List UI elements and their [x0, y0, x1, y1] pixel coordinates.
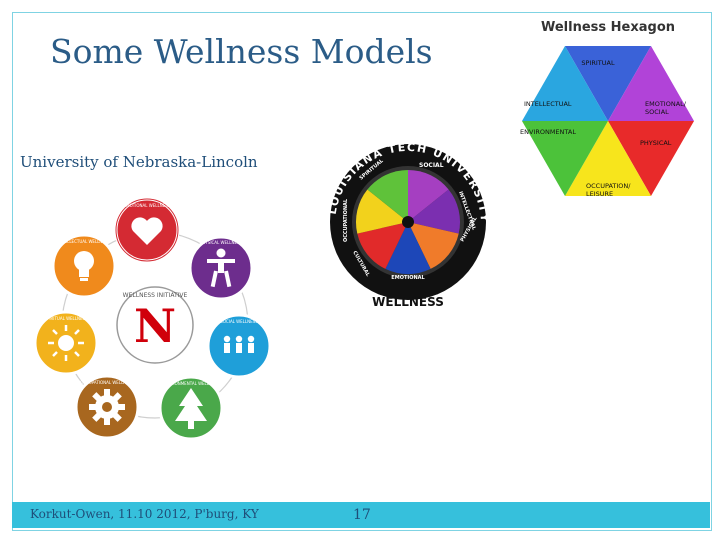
- heart-icon: [131, 217, 163, 245]
- hexagon-title: Wellness Hexagon: [541, 20, 675, 35]
- latech-slice-physical: [408, 222, 459, 269]
- footer-bar: [12, 502, 710, 528]
- latech-label-social: SOCIAL: [419, 162, 444, 169]
- hex-seg-intellectual: [522, 46, 608, 121]
- slide-subtitle: University of Nebraska-Lincoln: [20, 153, 258, 171]
- people-icon: [223, 335, 255, 353]
- unl-label-intellectual: INTELLECTUAL WELLNESS: [58, 239, 111, 244]
- unl-dimension-environmental: ENVIRONMENTAL WELLNESS: [158, 375, 224, 441]
- tree-icon: [175, 388, 207, 429]
- footer-text: Korkut-Owen, 11.10 2012, P'burg, KY: [30, 507, 259, 521]
- latech-slice-social: [408, 170, 449, 222]
- hex-label-occupation: OCCUPATION/LEISURE: [586, 182, 631, 198]
- sun-icon: [48, 325, 84, 361]
- latech-slice-spiritual: [367, 170, 408, 222]
- wellness-hexagon-diagram: Wellness Hexagon SPIRITUAL EMOTIONAL/SOC…: [520, 20, 694, 198]
- unl-dimension-emotional: EMOTIONAL WELLNESS: [114, 197, 180, 263]
- unl-dimension-physical: PHYSICAL WELLNESS: [188, 235, 254, 301]
- unl-label-social: SOCIAL WELLNESS: [220, 319, 258, 324]
- page-number: 17: [353, 507, 371, 523]
- gear-icon: [89, 389, 125, 425]
- latech-slice-cultural: [357, 222, 408, 269]
- latech-ring-bottom: WELLNESS: [372, 295, 444, 309]
- latech-label-emotional: EMOTIONAL: [391, 275, 425, 281]
- hex-seg-emotional: [608, 46, 694, 121]
- unl-dimension-occupational: OCCUPATIONAL WELLNESS: [74, 374, 140, 440]
- unl-center-logo: N WELLNESS INITIATIVE: [116, 286, 194, 364]
- unl-dimension-spiritual: SPIRITUAL WELLNESS: [33, 310, 99, 376]
- unl-ring-text: WELLNESS INITIATIVE: [123, 292, 188, 299]
- person-icon: [207, 248, 235, 288]
- unl-label-emotional: EMOTIONAL WELLNESS: [124, 203, 171, 208]
- lightbulb-icon: [74, 251, 94, 281]
- hex-seg-physical: [608, 121, 694, 196]
- hex-seg-occupation: [565, 121, 651, 196]
- unl-label-physical: PHYSICAL WELLNESS: [200, 240, 243, 245]
- latech-label-occupational: OCCUPATIONAL: [343, 198, 349, 242]
- hex-seg-environmental: [522, 121, 608, 196]
- hex-label-environmental: ENVIRONMENTAL: [520, 128, 576, 136]
- hex-seg-spiritual: [565, 46, 651, 121]
- hex-label-physical: PHYSICAL: [640, 139, 672, 147]
- latech-slices: [355, 170, 461, 275]
- unl-label-spiritual: SPIRITUAL WELLNESS: [44, 316, 88, 321]
- latech-slice-occupational: [355, 189, 408, 234]
- slide-title: Some Wellness Models: [50, 32, 433, 71]
- hexagon-segments: [522, 46, 694, 196]
- unl-dimension-social: SOCIAL WELLNESS: [206, 313, 272, 379]
- latech-slice-emotional: [385, 222, 431, 275]
- hex-label-spiritual: SPIRITUAL: [581, 59, 615, 67]
- latech-slice-intellectual: [408, 189, 461, 234]
- unl-label-environmental: ENVIRONMENTAL WELLNESS: [162, 381, 220, 386]
- unl-label-occupational: OCCUPATIONAL WELLNESS: [80, 380, 134, 385]
- unl-dimension-intellectual: INTELLECTUAL WELLNESS: [51, 233, 117, 299]
- unl-wellness-diagram: N WELLNESS INITIATIVE EMOTIONAL WELLNESS…: [33, 197, 272, 441]
- latech-wellness-wheel: LOUISIANA TECH UNIVERSITY SOCIAL INTELLE…: [326, 141, 490, 309]
- hex-label-emotional: EMOTIONAL/SOCIAL: [645, 100, 687, 116]
- unl-logo-letter: N: [134, 299, 176, 353]
- hex-label-intellectual: INTELLECTUAL: [524, 100, 572, 108]
